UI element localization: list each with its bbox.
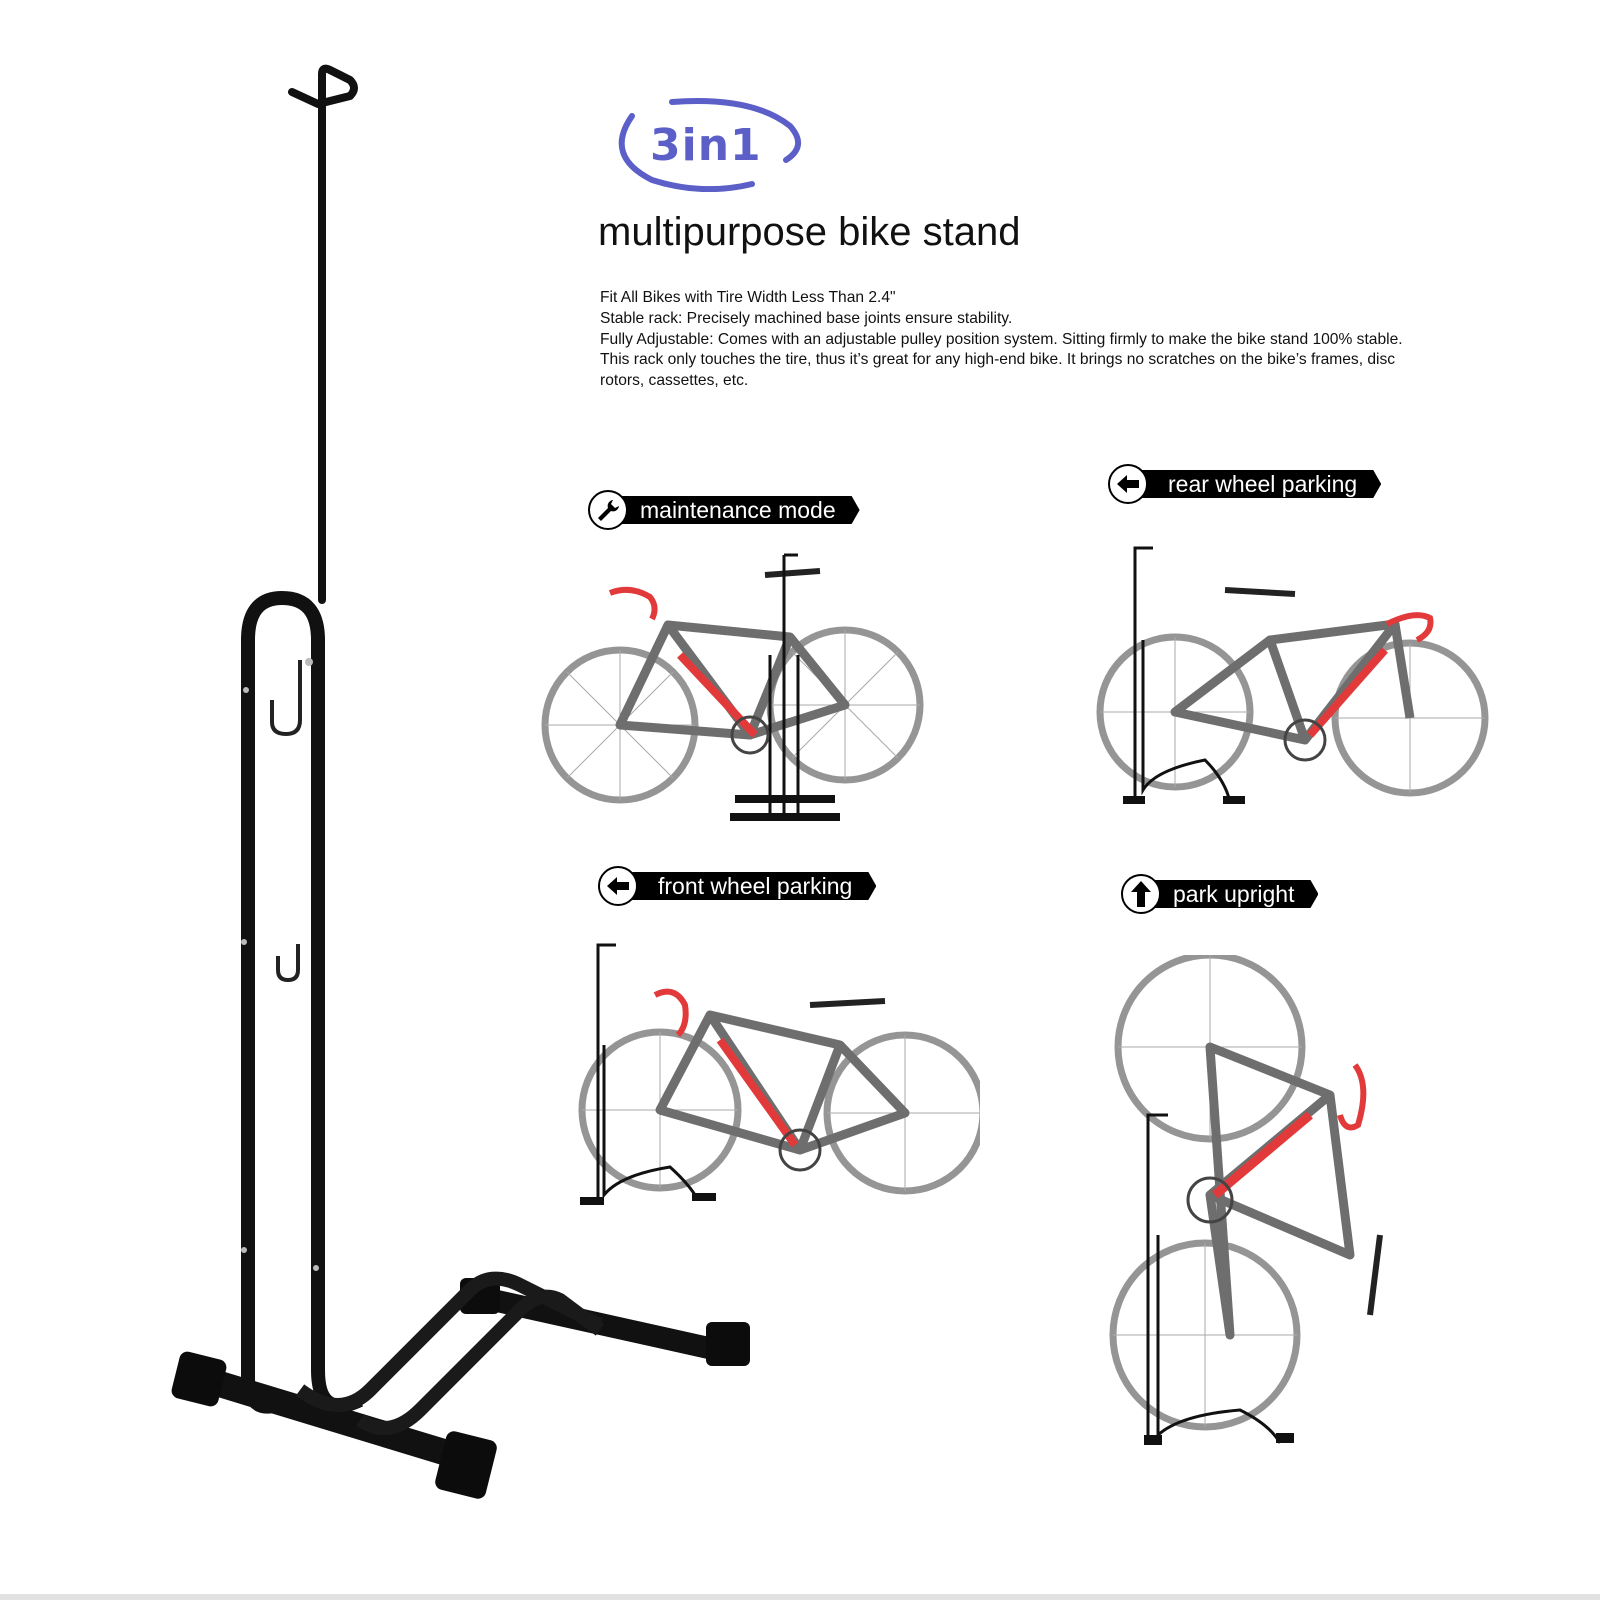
wrench-icon — [588, 490, 628, 530]
logo-swoosh-icon — [618, 98, 801, 192]
bike-front-wheel-parking-image — [578, 943, 980, 1205]
description-line: rotors, cassettes, etc. — [600, 372, 749, 390]
bottom-divider — [0, 1594, 1600, 1600]
arrow-left-icon — [598, 866, 638, 906]
bike-park-upright-image — [1109, 955, 1383, 1445]
description-line: Stable rack: Precisely machined base joi… — [600, 309, 1013, 327]
arrow-left-icon — [1108, 464, 1148, 504]
arrow-up-icon — [1121, 874, 1161, 914]
description-block: Fit All Bikes with Tire Width Less Than … — [600, 288, 1520, 392]
logo-text: 3in1 — [650, 120, 762, 171]
bike-maintenance-image — [541, 553, 924, 821]
description-line: This rack only touches the tire, thus it… — [600, 351, 1396, 369]
mode-label-upright: park upright — [1121, 874, 1318, 914]
mode-label-text: front wheel parking — [632, 872, 876, 900]
description-line: Fully Adjustable: Comes with an adjustab… — [600, 330, 1403, 348]
three-in-one-logo: 3in1 — [612, 96, 802, 192]
bike-rear-wheel-parking-image — [1096, 546, 1489, 804]
mode-label-text: park upright — [1155, 880, 1318, 908]
mode-label-text: maintenance mode — [622, 496, 860, 524]
mode-label-front-wheel: front wheel parking — [598, 866, 876, 906]
mode-label-maintenance: maintenance mode — [588, 490, 860, 530]
mode-label-text: rear wheel parking — [1142, 470, 1381, 498]
bike-stand-product-image — [171, 64, 750, 1499]
mode-label-rear-wheel: rear wheel parking — [1108, 464, 1381, 504]
page-title: multipurpose bike stand — [598, 210, 1021, 254]
description-line: Fit All Bikes with Tire Width Less Than … — [600, 289, 896, 306]
